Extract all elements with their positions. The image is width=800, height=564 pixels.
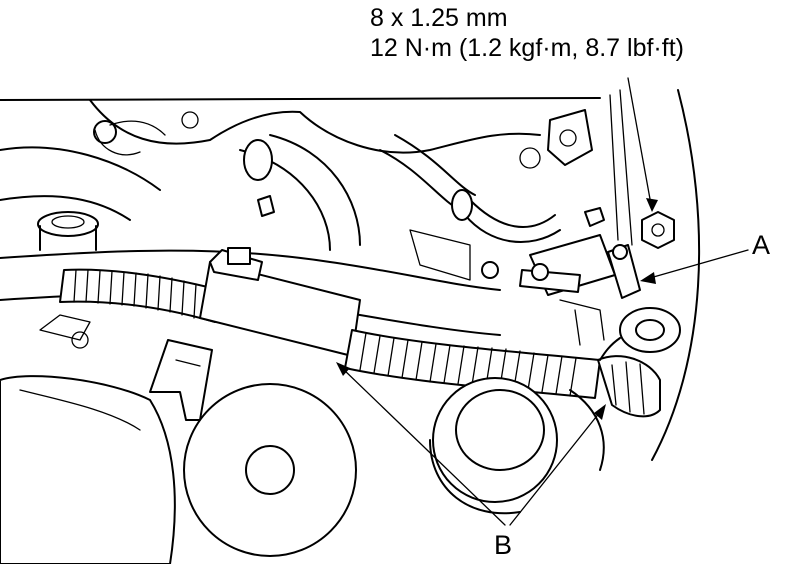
left-mount-inner: [51, 215, 85, 229]
mid-bracket-detail: [175, 359, 201, 367]
leader-b-2: [509, 411, 601, 526]
harness-corrugated-left: [59, 268, 221, 323]
harness-corrugated-right: [344, 329, 601, 399]
bolt-size-spec: 8 x 1.25 mm: [370, 4, 508, 32]
ground-terminal-lug: [519, 269, 581, 293]
lower-left-body: [0, 375, 176, 564]
harness-ribs-right: [359, 332, 577, 397]
hose-upper-2b: [394, 134, 476, 196]
harness-end-ribs: [611, 361, 645, 415]
torque-nut: [641, 211, 675, 249]
leader-spec-2: [609, 94, 619, 241]
torque-spec: 12 N·m (1.2 kgf·m, 8.7 lbf·ft): [370, 34, 684, 62]
ground-terminal-hole: [612, 244, 628, 260]
lower-right-housing: [569, 389, 605, 471]
leader-spec-3: [619, 89, 633, 246]
block-bolt-hole-2: [181, 111, 199, 129]
pulley-medium-face: [455, 389, 545, 471]
lower-left-detail: [19, 389, 141, 431]
hose-right: [464, 214, 561, 243]
hose-upper-1b: [269, 134, 361, 246]
misc-bolt-2: [481, 261, 499, 279]
left-housing: [0, 146, 161, 221]
terminal-ring-hole: [635, 319, 665, 341]
misc-detail-2: [409, 229, 471, 281]
engine-block-detail: [94, 120, 166, 156]
misc-stud: [584, 207, 605, 227]
misc-bolt-1: [71, 331, 89, 349]
arrowhead-nut: [646, 198, 658, 212]
harness-clip-tab: [227, 247, 251, 265]
arrowhead-b-2: [594, 404, 606, 420]
harness-sleeve: [199, 261, 361, 357]
callout-b: B: [494, 530, 513, 560]
arrowhead-b-1: [336, 362, 350, 376]
terminal-cable: [599, 337, 621, 361]
upper-bracket: [547, 109, 593, 166]
misc-detail-1: [39, 314, 91, 341]
pulley-medium-side: [429, 439, 521, 515]
harness-end-fitting: [597, 355, 661, 418]
block-bolt-hole-1: [93, 120, 117, 144]
upper-bracket-hole: [559, 129, 577, 147]
left-mount: [37, 211, 99, 237]
harness-ribs-left: [73, 269, 197, 319]
mid-bracket: [149, 339, 213, 421]
cable-upper-top: [0, 249, 501, 291]
lug-bolt: [531, 263, 549, 281]
hose-clamp-1: [243, 139, 273, 181]
hose-right-b: [469, 199, 556, 228]
left-mount-side: [39, 225, 97, 251]
frame-top-line: [0, 97, 601, 101]
leader-a: [649, 249, 749, 279]
frame-curve: [651, 89, 701, 461]
arrowhead-a: [640, 272, 656, 284]
engine-block-top: [89, 99, 541, 154]
hose-clamp-2: [451, 189, 473, 221]
torque-nut-hole: [651, 223, 665, 237]
hose-upper-2: [379, 149, 461, 211]
misc-stud-2: [257, 195, 275, 217]
callout-a: A: [752, 230, 771, 260]
pulley-large-hub: [245, 445, 295, 495]
leader-b-1: [341, 367, 506, 526]
leader-spec-1: [627, 77, 653, 211]
block-bolt-hole-3: [519, 147, 541, 169]
bracket-lines: [559, 299, 605, 346]
